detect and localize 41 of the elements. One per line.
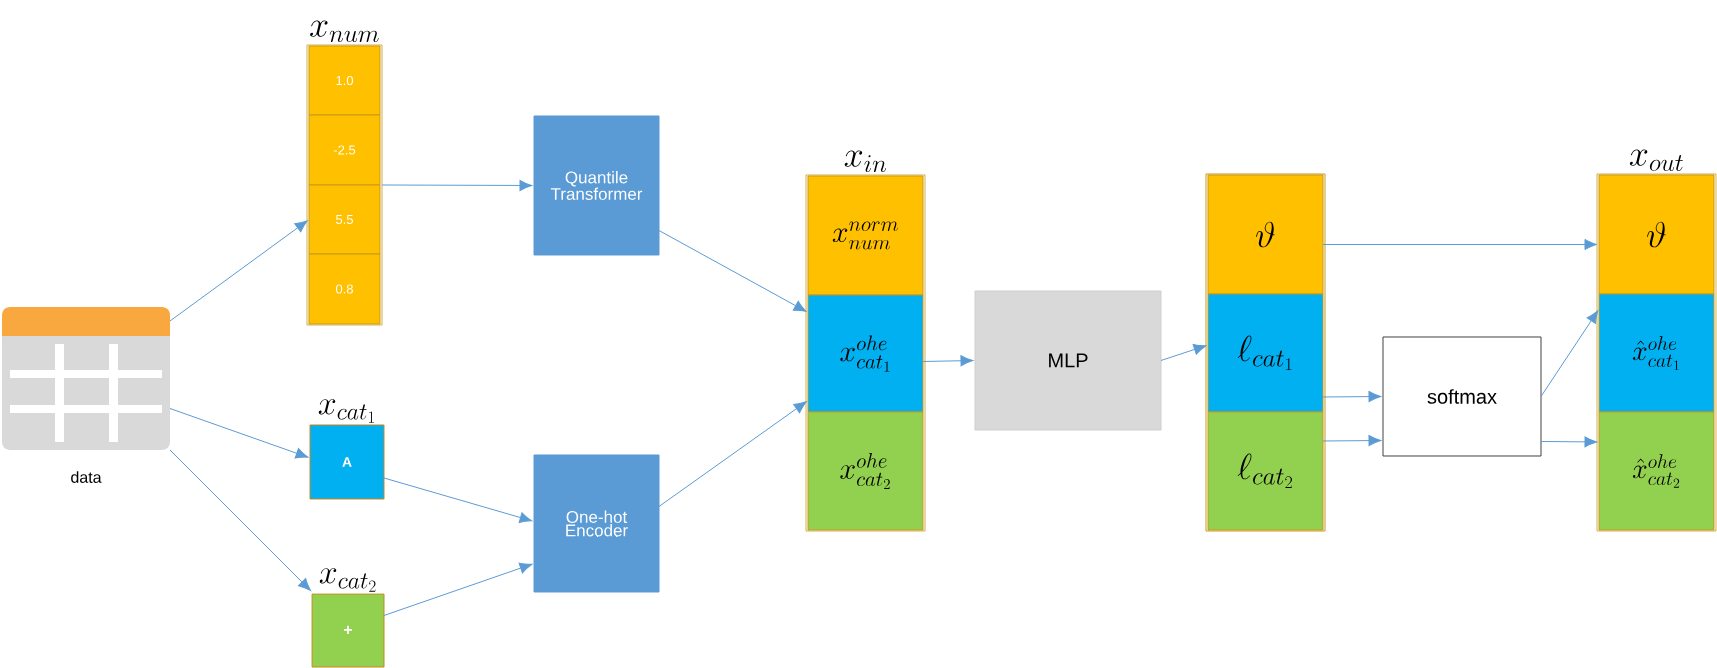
vector-cell: $\hat{x}^{ohe}_{cat_1}$: [1598, 293, 1715, 413]
arrow: [922, 355, 974, 367]
vector-cell: $x^{ohe}_{cat_1}$: [807, 294, 924, 413]
vector-cell: $\hat{x}^{ohe}_{cat_2}$: [1598, 411, 1715, 531]
vector-label: $x_{num}$: [310, 20, 379, 43]
arrow: [169, 408, 309, 459]
category-box: A: [309, 424, 385, 500]
vector-label: $x_{out}$: [1629, 149, 1683, 172]
vector-label: $x_{in}$: [844, 150, 887, 173]
process-box: softmax: [1382, 336, 1542, 457]
vector-cell: $\vartheta$: [1598, 174, 1715, 295]
arrow: [169, 449, 311, 591]
arrow: [658, 401, 807, 507]
process-box: Quantile Transformer: [533, 115, 660, 256]
arrow: [1322, 391, 1382, 403]
arrow: [383, 477, 533, 523]
vector-label: $x_{cat_1}$: [318, 399, 374, 423]
vector-cell: $x^{ohe}_{cat_2}$: [807, 411, 924, 531]
arrow: [658, 230, 807, 312]
arrow: [1322, 238, 1598, 251]
value-cell: -2.5: [308, 114, 381, 186]
arrow: [1540, 436, 1598, 448]
value-cell: 0.8: [308, 253, 381, 325]
value-cell: 5.5: [308, 184, 381, 255]
process-box: One-hot Encoder: [533, 454, 660, 593]
arrow: [1540, 310, 1599, 397]
vector-cell: $\ell_{cat_1}$: [1207, 293, 1324, 413]
arrow: [381, 179, 533, 191]
vector-cell: $\vartheta$: [1207, 174, 1324, 295]
vector-cell: $x^{norm}_{num}$: [807, 175, 924, 296]
arrow: [383, 562, 533, 616]
vector-cell: $\ell_{cat_2}$: [1207, 411, 1324, 531]
process-box: MLP: [974, 290, 1162, 431]
icon-caption: data: [71, 471, 102, 483]
category-box: +: [311, 593, 385, 668]
arrow: [169, 220, 308, 322]
vector-label: $x_{cat_2}$: [319, 568, 376, 592]
value-cell: 1.0: [308, 45, 381, 116]
vector-column: [1205, 173, 1326, 532]
arrow: [1160, 344, 1207, 361]
arrow: [1322, 435, 1382, 447]
